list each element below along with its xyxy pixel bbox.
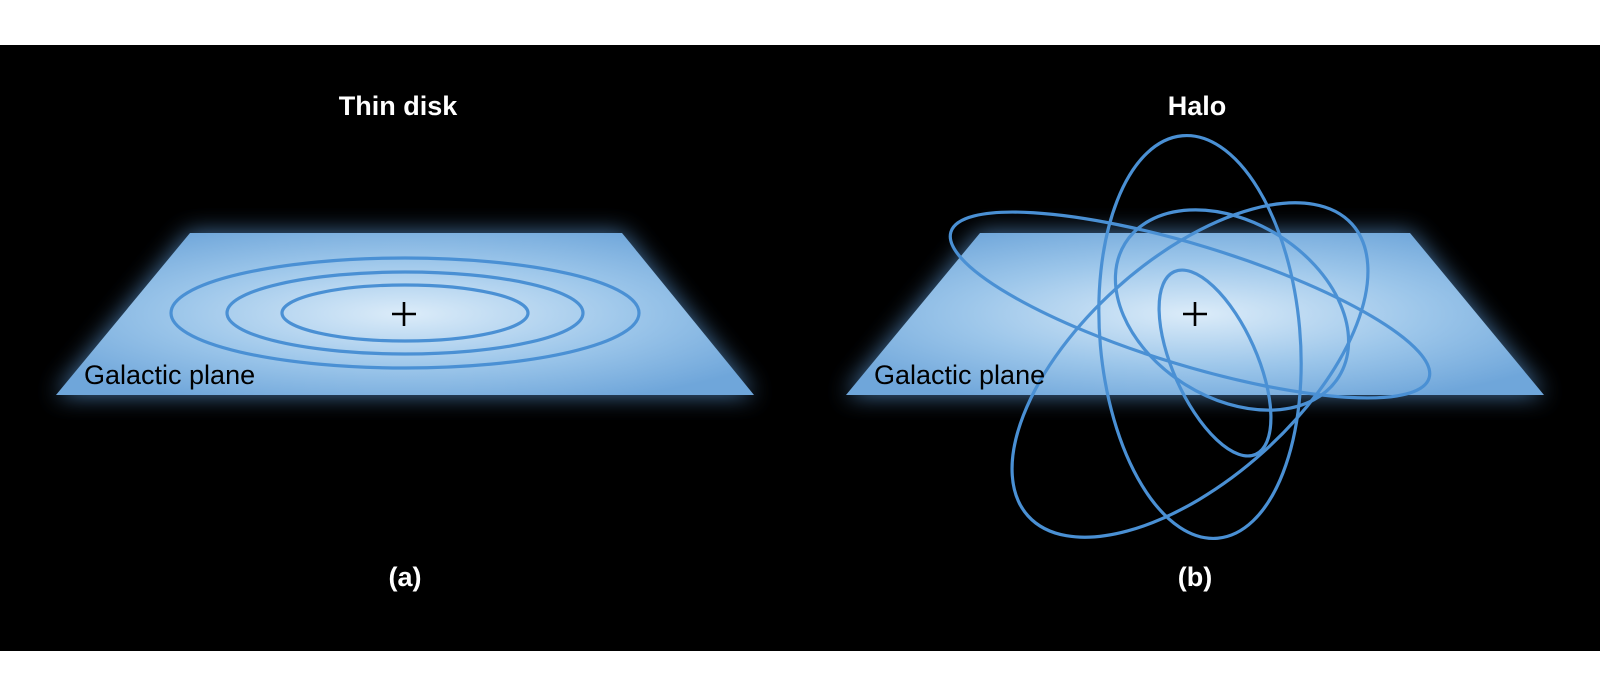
- panel-a-caption: (a): [389, 562, 422, 592]
- panel-a-orbit-outer: [169, 256, 641, 370]
- panel-b: Halo Galactic plane (b): [846, 91, 1544, 592]
- panel-b-halo-orbits: [948, 133, 1432, 541]
- panel-a-title: Thin disk: [339, 91, 458, 121]
- figure-canvas: Thin disk Galactic plane (a) Halo Gala: [56, 91, 1544, 592]
- panel-b-caption: (b): [1178, 562, 1212, 592]
- panel-b-orbit-small-right: [1113, 208, 1351, 412]
- panel-b-galactic-center-marker: [1183, 302, 1207, 326]
- figure: Thin disk Galactic plane (a) Halo Gala: [0, 45, 1600, 651]
- panel-b-plane-label: Galactic plane: [874, 360, 1045, 390]
- panel-a-galactic-center-marker: [392, 302, 416, 326]
- panel-a-plane-label: Galactic plane: [84, 360, 255, 390]
- panel-a-orbit-middle: [225, 270, 585, 356]
- panel-b-orbit-vertical-large: [1097, 133, 1303, 541]
- panel-a-orbit-inner: [280, 283, 530, 343]
- panel-b-orbit-inner: [1157, 268, 1273, 458]
- panel-a: Thin disk Galactic plane (a): [56, 91, 754, 592]
- panel-b-orbit-tilted-wide: [948, 210, 1432, 400]
- panel-b-title: Halo: [1168, 91, 1227, 121]
